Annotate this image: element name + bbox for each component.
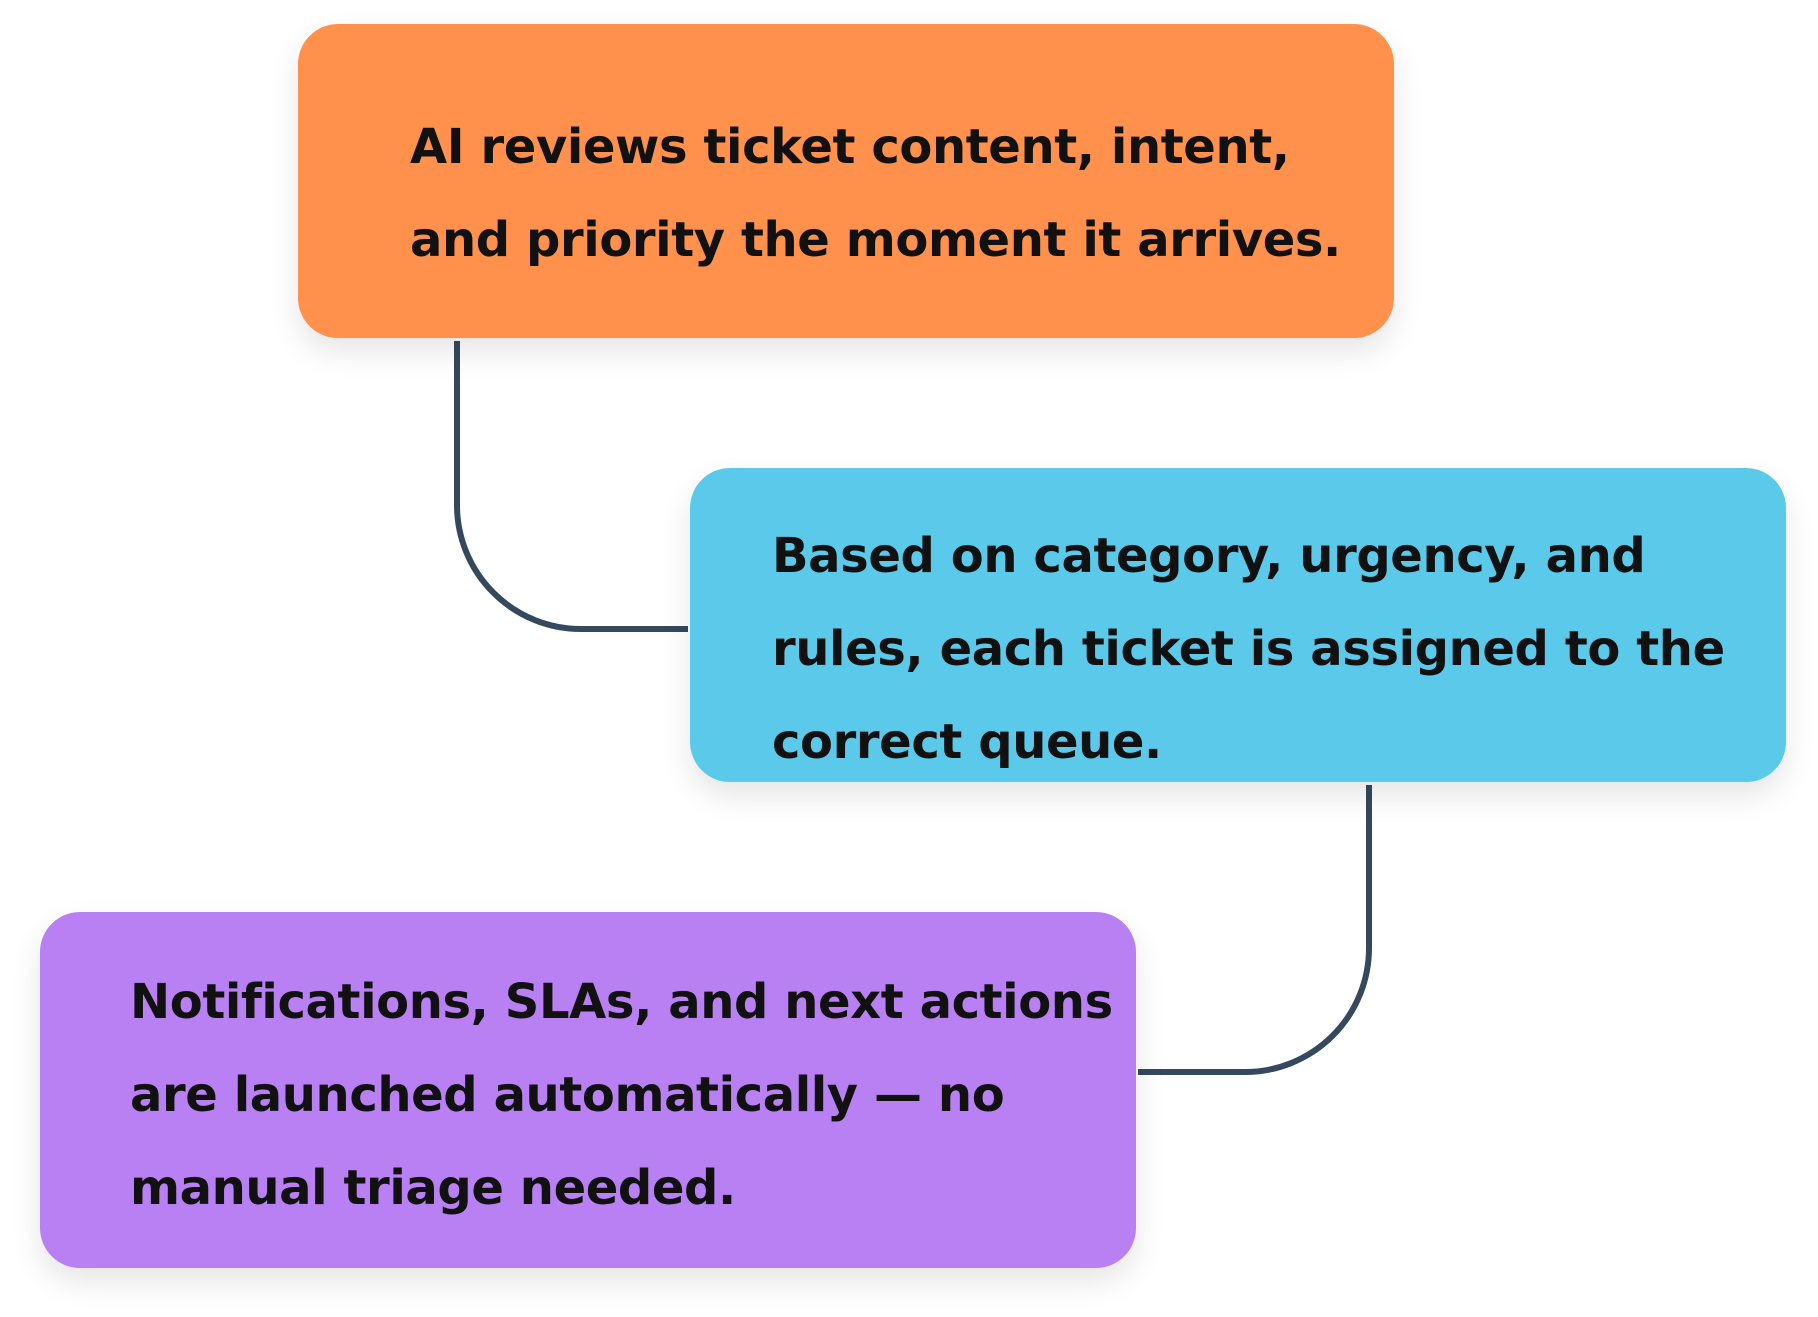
connector-step-2-to-step-3	[1138, 785, 1372, 1075]
step-card-route: Based on category, urgency, and rules, e…	[690, 468, 1786, 782]
step-text-automate: Notifications, SLAs, and next actions ar…	[130, 974, 1113, 1216]
step-card-automate: Notifications, SLAs, and next actions ar…	[40, 912, 1136, 1268]
step-text-analyze: AI reviews ticket content, intent, and p…	[410, 119, 1341, 268]
step-text-route: Based on category, urgency, and rules, e…	[772, 528, 1725, 770]
step-card-analyze: AI reviews ticket content, intent, and p…	[298, 24, 1394, 338]
connector-step-1-to-step-2	[454, 341, 688, 632]
